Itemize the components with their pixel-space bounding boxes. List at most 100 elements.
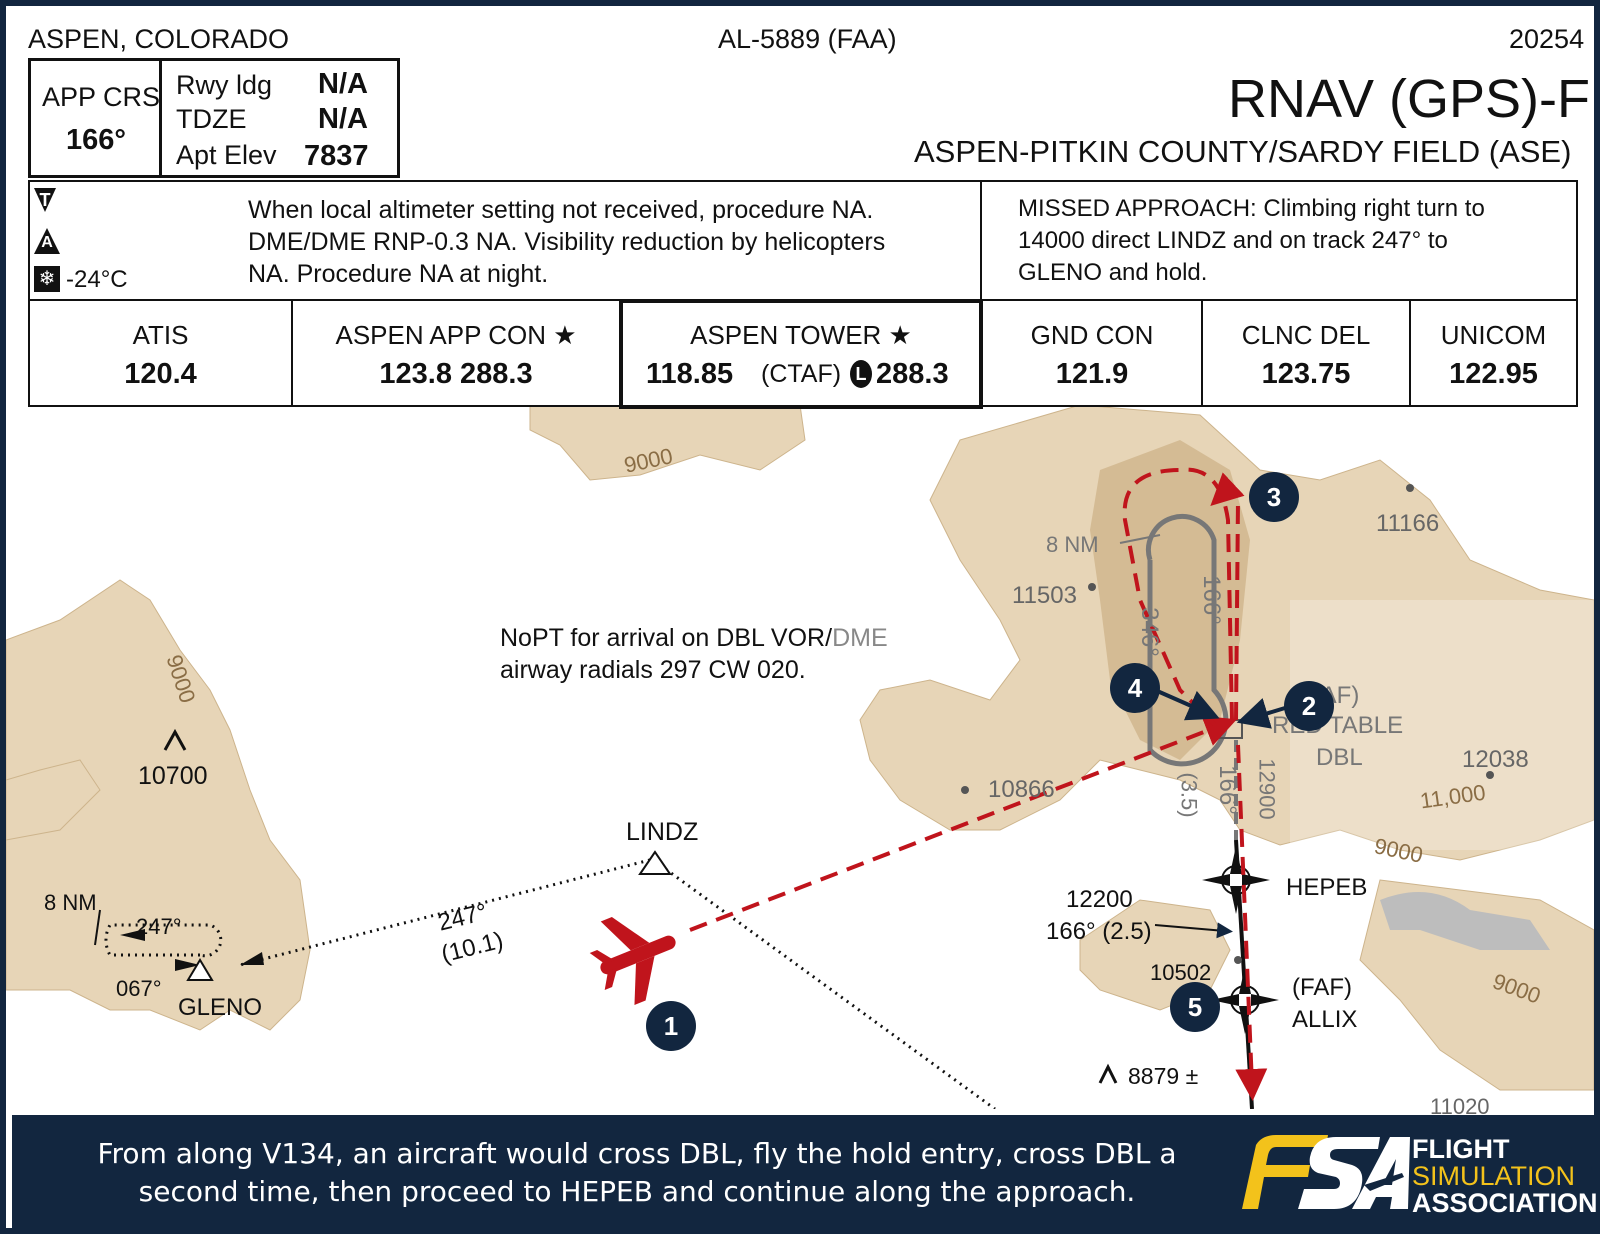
comms-cell-app <box>291 299 621 407</box>
gray-terrain-patch <box>1380 892 1550 950</box>
gleno-label: GLENO <box>178 994 263 1021</box>
lindz-waypoint-icon <box>638 850 672 875</box>
atis-label: ATIS <box>132 320 189 350</box>
elevation-10866: 10866 <box>988 776 1055 803</box>
comms-cell-tower <box>619 299 983 409</box>
altitude-12900-label: 12900 <box>1254 758 1280 820</box>
plane-icon <box>1364 1173 1404 1191</box>
hepeb-fix-icon <box>1202 846 1270 914</box>
clnc-del-freq: 123.75 <box>1261 358 1351 390</box>
final-course-label: 166° <box>1213 765 1241 815</box>
peak-icons <box>163 728 1118 1084</box>
procedure-title: RNAV (GPS)-F <box>1228 69 1590 129</box>
hold-inbound-course: 166° <box>1197 575 1225 625</box>
allix-fix-icon <box>1211 966 1279 1034</box>
brand-line-3: ASSOCIATION <box>1412 1188 1598 1218</box>
caption-text: From along V134, an aircraft would cross… <box>97 1137 1177 1208</box>
hold-outbound-left: 067° <box>116 976 162 1001</box>
spot-elevation-dots <box>961 484 1494 964</box>
brand-line-2: SIMULATION <box>1412 1161 1576 1191</box>
unicom-freq: 122.95 <box>1449 358 1538 390</box>
tower-label: ASPEN TOWER ★ <box>690 320 912 350</box>
apt-elev-value: 7837 <box>304 140 369 172</box>
hepeb-altitude: 12200 <box>1066 886 1133 913</box>
nopt-note-line-2: airway radials 297 CW 020. <box>500 656 806 684</box>
hold-distance-right: 8 NM <box>1046 532 1099 557</box>
step-badge-5: 5 <box>1170 982 1220 1032</box>
lindz-label: LINDZ <box>626 818 699 846</box>
chart-cycle: 20254 <box>1509 24 1585 54</box>
app-con-label: ASPEN APP CON ★ <box>335 320 577 350</box>
gnd-con-freq: 121.9 <box>1055 358 1129 390</box>
step-badge-2: 2 <box>1284 681 1334 731</box>
unicom-label: UNICOM <box>1440 320 1547 350</box>
dbl-label: DBL <box>1316 744 1363 771</box>
brand-line-1: FLIGHT <box>1412 1134 1510 1164</box>
nopt-note-line-1: NoPT for arrival on DBL VOR/DME <box>500 624 888 652</box>
comms-cell-clnc <box>1201 299 1411 407</box>
notes-line-2: DME/DME RNP-0.3 NA. Visibility reduction… <box>248 228 886 256</box>
lindz-gleno-track <box>239 858 651 967</box>
allix-label: ALLIX <box>1292 1006 1358 1033</box>
app-crs-box <box>28 58 162 178</box>
elevation-8879: 8879 ± <box>1128 1063 1199 1089</box>
elevation-10700: 10700 <box>138 762 208 790</box>
track-arrow <box>240 952 264 965</box>
aircraft-icon <box>589 917 676 1005</box>
hold-distance-tick-right <box>1119 534 1161 544</box>
hepeb-label: HEPEB <box>1286 874 1368 901</box>
step-badge-4: 4 <box>1110 663 1160 713</box>
elevation-11166: 11166 <box>1376 510 1440 537</box>
chart-id: AL-5889 (FAA) <box>718 24 897 54</box>
app-crs-label: APP CRS <box>42 82 161 112</box>
missed-approach-track <box>659 863 996 1109</box>
missed-line-1: MISSED APPROACH: Climbing right turn to <box>1018 195 1485 222</box>
chart-location: ASPEN, COLORADO <box>28 24 290 54</box>
hepeb-leg-label: 166° (2.5) <box>1046 918 1152 945</box>
hepeb-leg-pointer <box>1154 922 1233 939</box>
missed-line-3: GLENO and hold. <box>1018 259 1208 286</box>
gleno-waypoint-icon <box>186 958 214 981</box>
elevation-11020: 11020 <box>1430 1094 1490 1119</box>
hold-arrow-left <box>120 929 145 941</box>
fsa-logo <box>1242 1135 1410 1209</box>
elevation-10502: 10502 <box>1150 960 1212 985</box>
lighting-l-icon: L <box>850 360 872 388</box>
tdze-label: TDZE <box>176 104 247 134</box>
hold-distance-left: 8 NM <box>44 890 97 915</box>
step-badge-3: 3 <box>1249 472 1299 522</box>
app-crs-value: 166° <box>66 124 126 156</box>
final-distance-label: (3.5) <box>1176 772 1202 818</box>
tower-freq-b: 288.3 <box>876 358 949 390</box>
rwy-ldg-value: N/A <box>318 68 368 100</box>
rwy-ldg-label: Rwy ldg <box>176 70 273 100</box>
app-con-freq: 123.8 288.3 <box>379 358 533 390</box>
notes-line-1: When local altimeter setting not receive… <box>248 196 874 224</box>
airport-name: ASPEN-PITKIN COUNTY/SARDY FIELD (ASE) <box>914 134 1572 169</box>
atis-freq: 120.4 <box>124 358 197 390</box>
step-badge-1: 1 <box>646 1001 696 1051</box>
hold-arrow-left-2 <box>175 959 200 971</box>
comms-cell-gnd <box>981 299 1203 407</box>
elevation-11503: 11503 <box>1012 582 1077 609</box>
hold-outbound-course: 346° <box>1135 607 1163 657</box>
aircraft-route <box>689 467 1268 1101</box>
caption-bar: From along V134, an aircraft would cross… <box>12 1115 1600 1234</box>
missed-approach-box <box>980 180 1578 301</box>
hold-distance-tick-left <box>94 909 101 946</box>
terrain-highlight <box>1290 600 1594 850</box>
tdze-value: N/A <box>318 103 368 135</box>
clnc-del-label: CLNC DEL <box>1241 320 1371 350</box>
tower-freq-a: 118.85 <box>646 358 734 390</box>
gnd-con-label: GND CON <box>1030 320 1154 350</box>
tower-ctaf: (CTAF) <box>761 360 842 388</box>
missed-line-2: 14000 direct LINDZ and on track 247° to <box>1018 227 1448 254</box>
hold-inbound-left: 247° <box>136 914 182 939</box>
notes-line-3: NA. Procedure NA at night. <box>248 260 549 288</box>
pointer-arrow-2 <box>1236 698 1286 729</box>
cold-temperature-value: -24°C <box>66 266 128 293</box>
cold-temperature-icon: ❄ <box>34 266 60 292</box>
apt-elev-label: Apt Elev <box>176 140 277 170</box>
elevation-12038: 12038 <box>1462 746 1529 773</box>
